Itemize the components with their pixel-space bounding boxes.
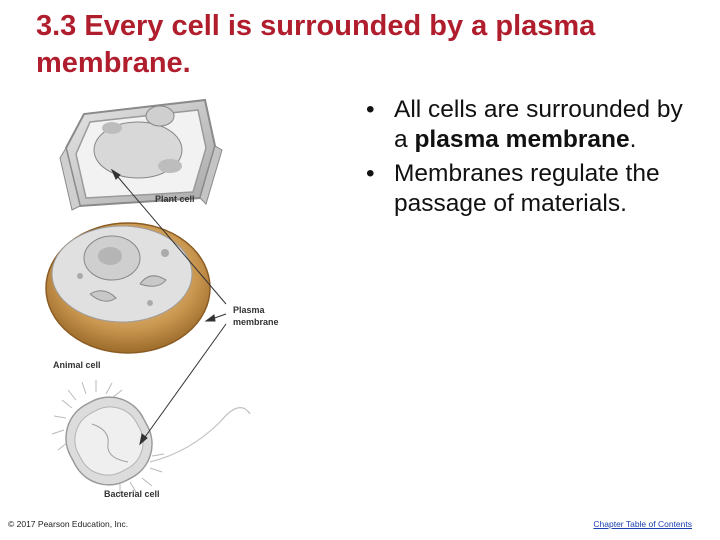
cell-types-figure: Plant cell Animal cell bbox=[0, 88, 330, 508]
bullet-item: • Membranes regulate the passage of mate… bbox=[366, 159, 696, 219]
plant-cell-label: Plant cell bbox=[155, 194, 195, 204]
bullet-text: Membranes regulate the passage of materi… bbox=[394, 160, 660, 217]
slide-title: 3.3 Every cell is surrounded by a plasma… bbox=[36, 8, 696, 82]
animal-cell-label: Animal cell bbox=[53, 360, 101, 370]
bullet-bold-term: plasma membrane bbox=[414, 126, 629, 153]
bacterial-cell-label: Bacterial cell bbox=[104, 489, 160, 499]
cell-illustration: Plant cell Animal cell bbox=[0, 88, 330, 508]
copyright-notice: © 2017 Pearson Education, Inc. bbox=[8, 519, 128, 529]
plasma-membrane-label-line2: membrane bbox=[233, 317, 279, 327]
bullet-text-end: . bbox=[630, 126, 637, 153]
plasma-membrane-label-line1: Plasma bbox=[233, 305, 266, 315]
bullet-marker: • bbox=[366, 159, 375, 189]
chapter-toc-link[interactable]: Chapter Table of Contents bbox=[593, 519, 692, 529]
animal-cell-drawing bbox=[46, 223, 210, 353]
leader-arrowhead-animal bbox=[206, 315, 215, 321]
bacterial-cell-drawing bbox=[52, 380, 250, 498]
bullet-list: • All cells are surrounded by a plasma m… bbox=[366, 95, 696, 223]
bullet-marker: • bbox=[366, 95, 375, 125]
bullet-item: • All cells are surrounded by a plasma m… bbox=[366, 95, 696, 155]
plant-cell-drawing bbox=[60, 100, 222, 210]
